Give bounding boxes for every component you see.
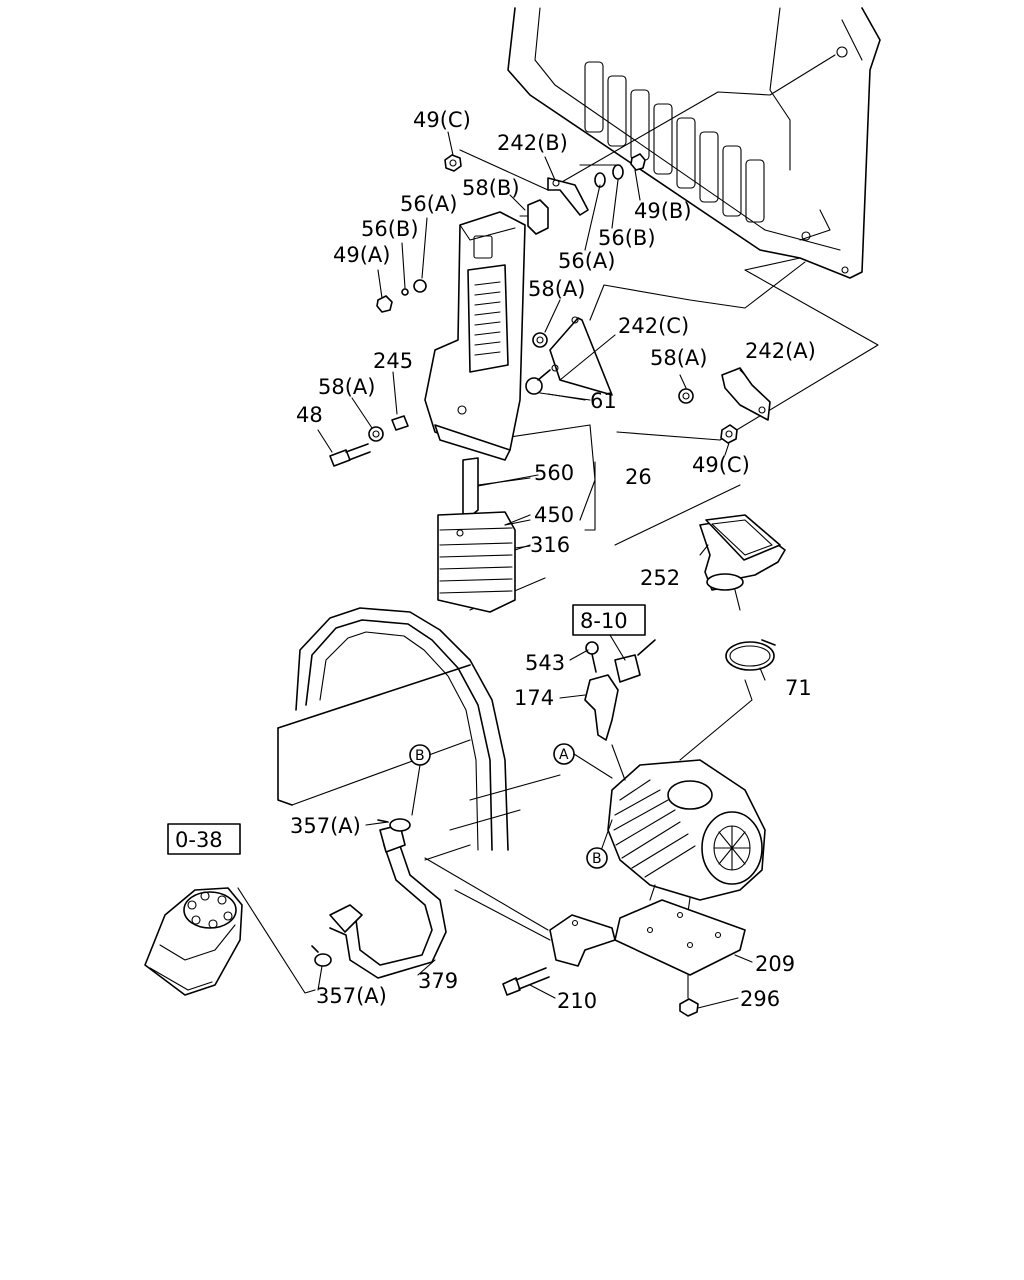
label-marker-b-mid: B xyxy=(592,851,602,867)
callout-8-10-leader xyxy=(609,634,626,661)
mount-58a-mid xyxy=(532,332,548,348)
marker-circle-b-mid xyxy=(586,847,608,869)
label-61: 61 xyxy=(590,389,617,413)
nut-296 xyxy=(679,998,699,1017)
lower-leader-lines xyxy=(424,679,753,999)
label-8-10: 8-10 xyxy=(580,609,628,633)
label-357a-top: 357(A) xyxy=(290,814,361,838)
label-543: 543 xyxy=(525,651,565,675)
guard-frame xyxy=(277,607,561,861)
label-252: 252 xyxy=(640,566,680,590)
collar-245 xyxy=(391,415,409,431)
cab-rear-panel xyxy=(507,7,881,279)
label-58a-mid: 58(A) xyxy=(528,277,585,301)
label-560: 560 xyxy=(534,461,574,485)
label-296: 296 xyxy=(740,987,780,1011)
mount-58a-left xyxy=(368,426,384,442)
bolt-210 xyxy=(502,967,550,996)
label-56b-left: 56(B) xyxy=(361,217,419,241)
callout-box-8-10 xyxy=(572,604,646,636)
intake-duct-252 xyxy=(699,514,786,611)
label-58a-left: 58(A) xyxy=(318,375,375,399)
label-174: 174 xyxy=(514,686,554,710)
screw-543 xyxy=(585,641,599,673)
nut-49c-top xyxy=(444,154,462,172)
label-marker-b-top: B xyxy=(415,748,425,764)
label-56a-right: 56(A) xyxy=(558,249,615,273)
label-marker-a: A xyxy=(559,747,569,763)
nut-49c-bottom xyxy=(720,424,738,444)
label-58a-right: 58(A) xyxy=(650,346,707,370)
callout-box-0-38 xyxy=(167,823,241,855)
label-48: 48 xyxy=(296,403,323,427)
control-lever-560 xyxy=(462,457,479,521)
label-leaders xyxy=(317,131,766,1009)
label-245: 245 xyxy=(373,349,413,373)
marker-leaders xyxy=(411,753,613,849)
label-49a: 49(A) xyxy=(333,243,390,267)
bolt-48 xyxy=(329,443,371,467)
label-379: 379 xyxy=(418,969,458,993)
clamp-71 xyxy=(725,639,776,671)
bracket-242b xyxy=(547,177,589,216)
mount-58a-right xyxy=(678,388,694,404)
label-209: 209 xyxy=(755,952,795,976)
bracket-209 xyxy=(549,899,746,976)
clamp-357a-top xyxy=(377,818,411,832)
label-71: 71 xyxy=(785,676,812,700)
label-316: 316 xyxy=(530,533,570,557)
sensor-174 xyxy=(584,639,656,741)
mount-58b xyxy=(519,199,549,235)
washers-right xyxy=(594,153,646,188)
label-242a: 242(A) xyxy=(745,339,816,363)
label-49c-bottom: 49(C) xyxy=(692,453,750,477)
label-242c: 242(C) xyxy=(618,314,689,338)
console-cover xyxy=(424,211,526,461)
label-0-38: 0-38 xyxy=(175,828,223,852)
label-49c-top: 49(C) xyxy=(413,108,471,132)
label-49b: 49(B) xyxy=(634,199,692,223)
label-56b-right: 56(B) xyxy=(598,226,656,250)
label-26: 26 xyxy=(625,465,652,489)
bracket-242a xyxy=(721,367,771,421)
air-cleaner xyxy=(607,759,766,913)
label-450: 450 xyxy=(534,503,574,527)
bracket-242c xyxy=(549,316,613,396)
label-242b: 242(B) xyxy=(497,131,568,155)
hose-379 xyxy=(329,824,447,979)
pump-0-38 xyxy=(144,887,316,996)
washers-left xyxy=(376,279,427,313)
label-58b: 58(B) xyxy=(462,176,520,200)
label-357a-bottom: 357(A) xyxy=(316,984,387,1008)
clamp-357a-bottom xyxy=(311,945,332,967)
boot-450-316 xyxy=(437,511,516,613)
label-56a-left: 56(A) xyxy=(400,192,457,216)
label-210: 210 xyxy=(557,989,597,1013)
